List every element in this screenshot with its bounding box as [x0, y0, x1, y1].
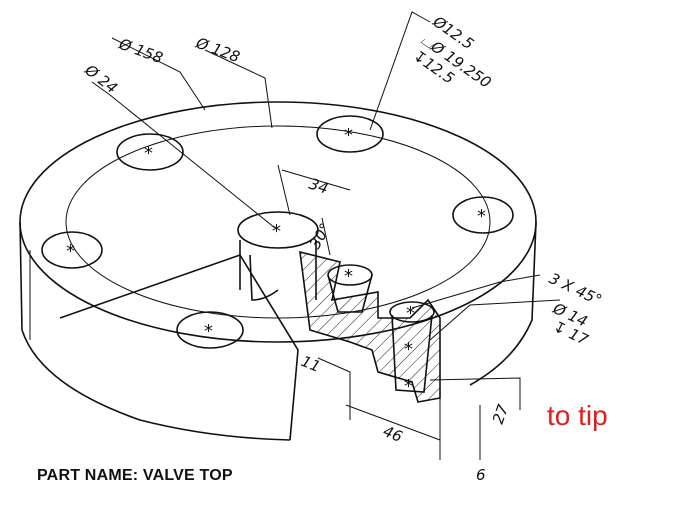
bolt-hole-2	[316, 115, 384, 153]
dim-dia-128: Ø 128	[193, 34, 243, 67]
cutaway-edge	[59, 254, 299, 441]
part-body	[19, 101, 537, 441]
hole-marker: *	[406, 303, 415, 324]
red-annotation-note: to tip	[547, 400, 608, 431]
dim-dia-158: Ø 158	[116, 35, 166, 68]
dim-46: 46	[381, 422, 405, 446]
hole-marker: *	[404, 376, 413, 397]
bolt-hole-1	[116, 133, 184, 171]
dim-34: 34	[307, 175, 331, 198]
bolt-hole-5	[176, 311, 244, 349]
leader-lines	[91, 11, 561, 460]
section-view	[299, 250, 441, 403]
hole-marker: *	[144, 143, 153, 164]
bolt-hole-3	[452, 196, 514, 234]
outer-side-left	[19, 221, 291, 441]
hole-marker: *	[344, 125, 353, 146]
dim-angle-30: 30°	[306, 220, 335, 252]
hole-marker: *	[204, 321, 213, 342]
bolt-hole-6	[237, 211, 319, 249]
dim-dia-24: Ø 24	[81, 60, 121, 97]
bolt-hole-4	[41, 231, 103, 269]
hole-marker: *	[404, 339, 413, 360]
dim-11: 11	[299, 352, 323, 376]
hole-marker: *	[66, 241, 75, 262]
hole-marker: *	[344, 266, 353, 287]
bolt-holes	[41, 115, 514, 349]
dim-6: 6	[476, 466, 486, 484]
hole-marker: *	[477, 206, 486, 227]
part-name-label: PART NAME: VALVE TOP	[37, 467, 233, 484]
dim-27: 27	[489, 402, 513, 427]
dimension-callouts: Ø 158 Ø 128 Ø 24 Ø12.5 ⌴Ø 19.250 ↧12.5 3…	[81, 12, 605, 484]
section-hatch	[299, 250, 441, 403]
hole-marker: *	[272, 221, 281, 242]
hole-markers: * * * * * * * * * *	[66, 125, 486, 397]
